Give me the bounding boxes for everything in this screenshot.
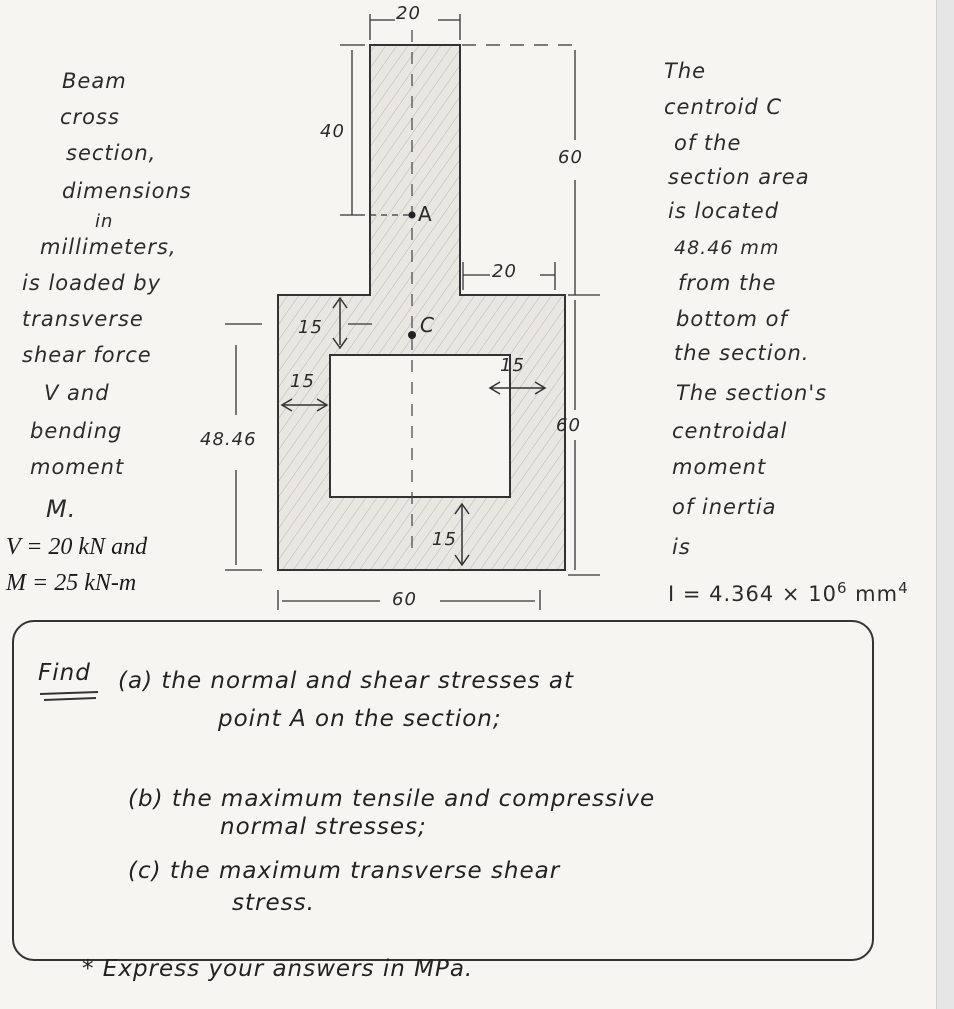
dim-wall-left: 15	[290, 371, 315, 392]
right-line-3: section area	[668, 165, 810, 189]
dim-top-width: 20	[396, 3, 421, 24]
left-line-2: section,	[66, 141, 157, 165]
left-line-7: transverse	[22, 307, 144, 331]
page-edge	[936, 0, 954, 1009]
part-b-line-2: normal stresses;	[220, 814, 427, 840]
point-a-label: A	[418, 202, 433, 226]
part-a-line-2: point A on the section;	[218, 706, 502, 732]
left-line-6: is loaded by	[22, 271, 162, 295]
right-line-6: from the	[678, 271, 777, 295]
left-line-11: moment	[30, 455, 125, 479]
centroid-c-label: C	[420, 313, 435, 337]
left-line-10: bending	[30, 419, 123, 443]
right-line-1: centroid C	[664, 95, 782, 119]
right-line-8: the section.	[674, 341, 810, 365]
left-line-1: cross	[60, 105, 120, 129]
bending-moment-value: M = 25 kN-m	[6, 570, 137, 596]
left-line-0: Beam	[62, 69, 127, 93]
right-line-7: bottom of	[676, 307, 788, 331]
dim-wall-top: 15	[298, 317, 323, 338]
right-line-4: is located	[668, 199, 780, 223]
dim-lower-height: 60	[556, 415, 581, 436]
dim-upper-height: 60	[558, 147, 583, 168]
right-line-0: The	[664, 59, 707, 83]
hollow-square	[329, 354, 511, 498]
part-c-line-2: stress.	[232, 890, 315, 916]
right-line-13: is	[672, 535, 691, 559]
part-b-line-1: (b) the maximum tensile and compressive	[128, 786, 656, 812]
dim-wall-right: 15	[500, 355, 525, 376]
right-line-9: The section's	[676, 381, 828, 405]
right-line-11: moment	[672, 455, 767, 479]
part-a-line-1: (a) the normal and shear stresses at	[118, 668, 574, 694]
dim-wall-bottom: 15	[432, 529, 457, 550]
left-line-9: V and	[44, 381, 110, 405]
units-note: * Express your answers in MPa.	[82, 956, 474, 982]
shear-force-value: V = 20 kN and	[6, 534, 148, 560]
left-line-5: millimeters,	[40, 235, 177, 259]
dim-stem-height: 40	[320, 121, 345, 142]
find-label: Find	[38, 660, 91, 686]
centroid-point	[408, 331, 416, 339]
part-c-line-1: (c) the maximum transverse shear	[128, 858, 561, 884]
moment-of-inertia: I = 4.364 × 106 mm4	[668, 579, 909, 606]
dim-right-step: 20	[492, 261, 517, 282]
dim-bottom-width: 60	[392, 589, 417, 610]
right-line-5: 48.46 mm	[674, 237, 780, 259]
dim-centroid-height: 48.46	[200, 429, 257, 450]
left-line-12: M.	[46, 495, 77, 523]
right-line-10: centroidal	[672, 419, 788, 443]
left-line-4: in	[95, 211, 114, 232]
left-line-8: shear force	[22, 343, 152, 367]
right-line-2: of the	[674, 131, 742, 155]
problem-box	[12, 620, 874, 961]
left-line-3: dimensions	[62, 179, 192, 203]
right-line-12: of inertia	[672, 495, 777, 519]
